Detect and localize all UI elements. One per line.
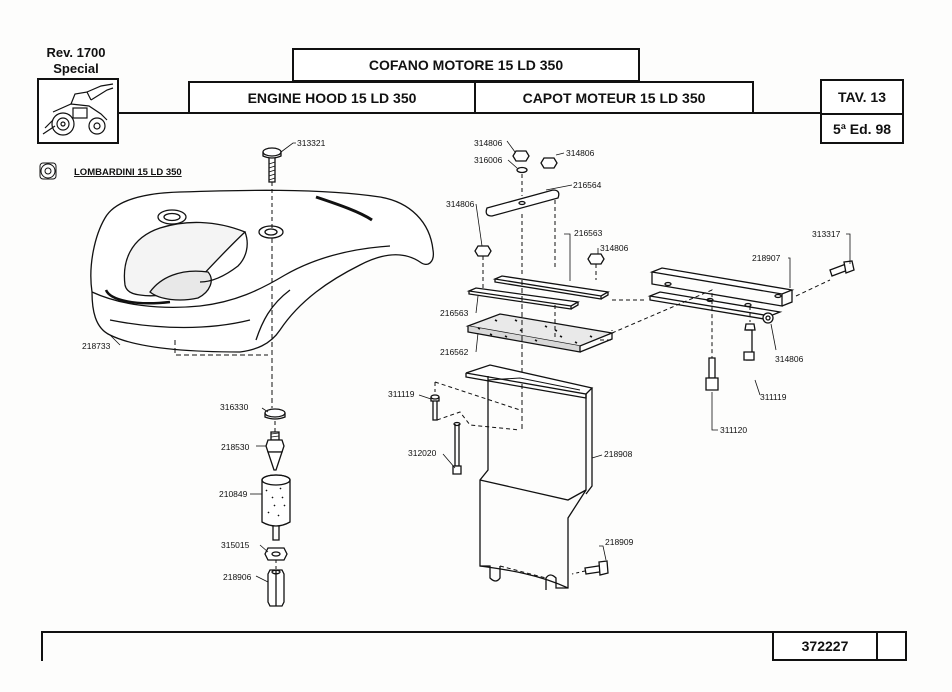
revision-model: Special <box>53 61 99 76</box>
bar-216563-upper <box>492 275 610 300</box>
part-label: 313317 <box>812 229 841 239</box>
engine-icon <box>39 162 57 180</box>
nut-314806-mid <box>587 253 605 265</box>
footer-end-box <box>876 631 907 661</box>
bolt-313321 <box>262 147 282 183</box>
part-label: 218909 <box>605 537 634 547</box>
part-label: 216563 <box>440 308 469 318</box>
part-label: 218530 <box>221 442 250 452</box>
rubber-mount-210849 <box>261 474 291 541</box>
part-label: 315015 <box>221 540 250 550</box>
bracket-218908 <box>465 364 594 590</box>
header-rule <box>119 112 822 114</box>
screw-313317 <box>829 260 855 277</box>
part-label: 311119 <box>760 392 787 402</box>
part-label: 218733 <box>82 341 111 351</box>
part-label: 313321 <box>297 138 326 148</box>
washer-316006 <box>516 166 528 174</box>
part-label: 314806 <box>446 199 475 209</box>
bolt-312020 <box>452 421 462 475</box>
nut-314806-top <box>512 150 530 162</box>
engine-hood <box>90 189 434 353</box>
title-english-text: ENGINE HOOD 15 LD 350 <box>247 89 417 106</box>
footer-code: 372227 <box>801 638 849 654</box>
stud-218530 <box>265 431 285 471</box>
nut-314806-left <box>474 245 492 257</box>
spacer-218906 <box>267 569 285 607</box>
part-label: 210849 <box>219 489 248 499</box>
title-french-text: CAPOT MOTEUR 15 LD 350 <box>522 89 706 106</box>
title-italian: COFANO MOTORE 15 LD 350 <box>292 48 640 82</box>
footer-rule <box>41 631 907 633</box>
table-number-text: TAV. 13 <box>838 89 886 105</box>
footer-left-bar <box>41 631 43 661</box>
edition-box: 5ª Ed. 98 <box>820 113 904 144</box>
part-label: 316330 <box>220 402 249 412</box>
screw-218909 <box>571 560 609 576</box>
part-label: 311119 <box>388 389 415 399</box>
title-italian-text: COFANO MOTORE 15 LD 350 <box>368 57 564 73</box>
bolt-311119-left <box>430 394 440 421</box>
part-label: 314806 <box>566 148 595 158</box>
part-label: 314806 <box>474 138 503 148</box>
part-label: 216562 <box>440 347 469 357</box>
part-label: 216564 <box>573 180 602 190</box>
table-number: TAV. 13 <box>820 79 904 115</box>
bar-218907 <box>647 267 795 321</box>
part-label: 218908 <box>604 449 633 459</box>
gasket-216562 <box>465 313 615 353</box>
tractor-icon <box>42 83 114 136</box>
engine-label: LOMBARDINI 15 LD 350 <box>74 167 182 178</box>
part-label: 216563 <box>574 228 603 238</box>
part-label: 314806 <box>600 243 629 253</box>
washer-316330 <box>264 408 286 420</box>
part-label: 311120 <box>720 425 747 435</box>
plate-216564 <box>485 189 560 217</box>
bolt-311120 <box>705 357 719 391</box>
nut-315015 <box>264 547 288 561</box>
bolt-311119-right <box>743 323 756 361</box>
part-label: 218907 <box>752 253 781 263</box>
tractor-image-box <box>37 78 119 144</box>
revision-number: Rev. 1700 <box>46 45 106 60</box>
nut-314806-bar <box>762 312 774 324</box>
title-english: ENGINE HOOD 15 LD 350 <box>188 81 476 114</box>
leader-lines <box>109 140 851 583</box>
bar-216563-lower <box>466 287 580 310</box>
part-label: 312020 <box>408 448 437 458</box>
part-label: 314806 <box>775 354 804 364</box>
nut-314806-right <box>540 157 558 169</box>
part-label: 316006 <box>474 155 503 165</box>
part-label: 218906 <box>223 572 252 582</box>
revision-label: Rev. 1700 Special <box>36 45 116 77</box>
edition-text: 5ª Ed. 98 <box>832 120 892 137</box>
